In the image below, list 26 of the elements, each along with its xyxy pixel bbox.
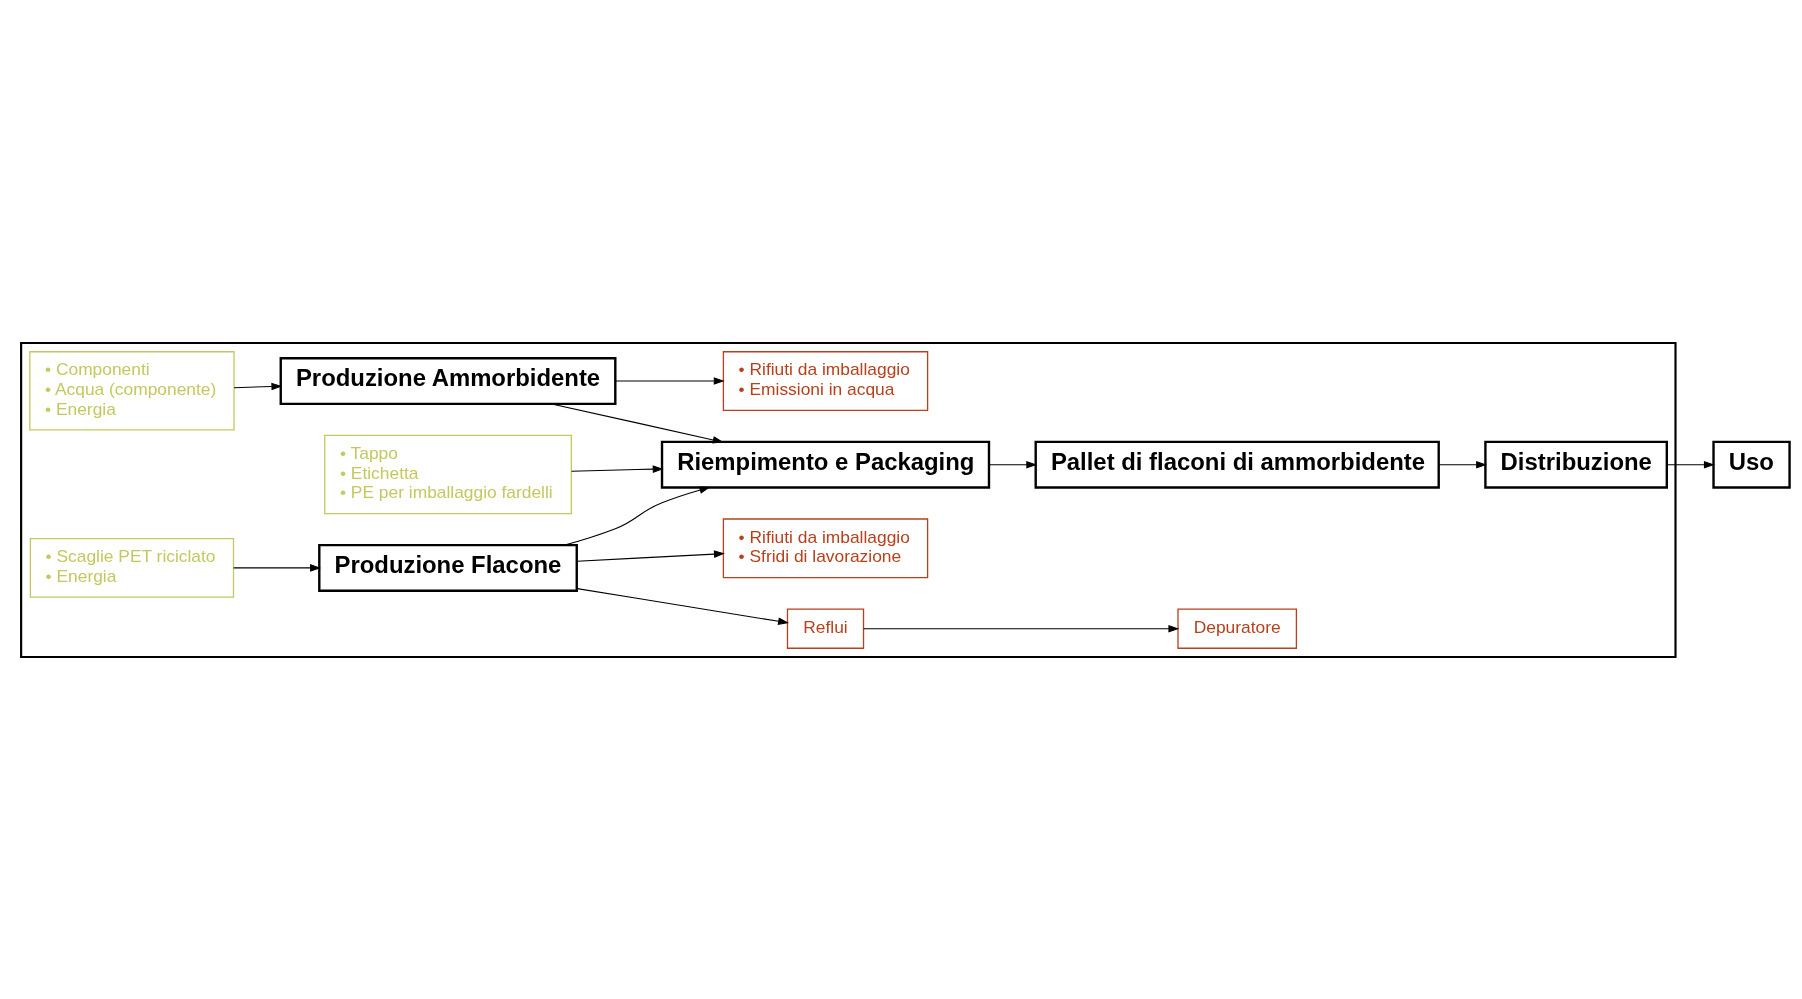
- node-box: • Componenti • Acqua (componente) • Energia: [29, 350, 235, 431]
- node-box: • Tappo • Etichetta • PE per imballaggio fardelli: [324, 434, 572, 514]
- arrow: [988, 460, 1038, 468]
- node-box: • Rifiuti da imballaggio • Sfridi di lavorazione: [722, 517, 929, 578]
- arrow: [576, 587, 789, 625]
- arrow: [1666, 460, 1715, 468]
- node-box: Pallet di flaconi di ammorbidente: [1034, 440, 1440, 489]
- arrow: [570, 464, 664, 473]
- arrow: [863, 624, 1180, 633]
- node-box: • Rifiuti da imballaggio • Emissioni in acqua: [722, 350, 929, 411]
- arrow: [614, 376, 725, 385]
- arrow: [233, 563, 321, 572]
- node-box: • Scaglie PET riciclato • Energia: [29, 537, 235, 598]
- node-box: Riempimento e Packaging: [660, 440, 991, 489]
- arrow: [564, 485, 711, 546]
- node-box: Uso: [1712, 440, 1791, 489]
- node-box: Produzione Flacone: [318, 543, 578, 592]
- node-box: Reflui: [786, 608, 865, 649]
- node-box: Produzione Ammorbidente: [279, 356, 617, 405]
- cluster: [20, 341, 1677, 658]
- arrow: [551, 402, 724, 444]
- arrow: [233, 382, 283, 390]
- node-box: Distribuzione: [1484, 440, 1668, 489]
- arrow: [1438, 460, 1487, 468]
- arrow: [576, 549, 725, 562]
- node-box: Depuratore: [1177, 608, 1298, 649]
